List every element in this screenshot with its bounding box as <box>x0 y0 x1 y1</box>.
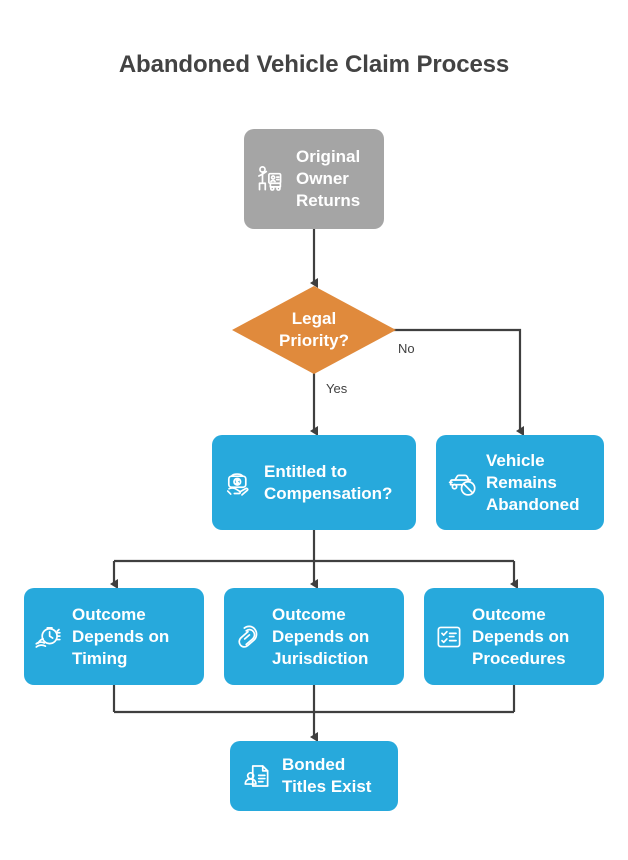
node-label: Outcome Depends on Procedures <box>472 604 570 668</box>
node-label: Original Owner Returns <box>296 147 361 210</box>
diamond-shape <box>232 286 396 374</box>
edge-label-yes: Yes <box>326 381 348 396</box>
node-bonded-titles-exist[interactable]: Bonded Titles Exist <box>230 741 398 811</box>
person-with-id-card-icon <box>254 162 288 196</box>
node-outcome-depends-on-timing[interactable]: Outcome Depends on Timing <box>24 588 204 685</box>
node-label: Vehicle Remains Abandoned <box>486 450 580 514</box>
hand-stopwatch-icon <box>32 620 66 654</box>
node-label: Entitled to Compensation? <box>264 461 393 503</box>
document-person-icon <box>240 759 274 793</box>
node-outcome-depends-on-procedures[interactable]: Outcome Depends on Procedures <box>424 588 604 685</box>
page-title: Abandoned Vehicle Claim Process <box>118 51 510 78</box>
node-legal-priority-decision[interactable]: Legal Priority? <box>232 286 396 374</box>
paperclip-link-icon <box>232 620 266 654</box>
node-vehicle-remains-abandoned[interactable]: Vehicle Remains Abandoned <box>436 435 604 530</box>
edge-decision-no-to-abandoned <box>376 328 524 436</box>
node-label: Outcome Depends on Jurisdiction <box>272 604 370 668</box>
node-outcome-depends-on-jurisdiction[interactable]: Outcome Depends on Jurisdiction <box>224 588 404 685</box>
node-label: Outcome Depends on Timing <box>72 604 170 668</box>
hand-holding-money-icon <box>222 466 256 500</box>
car-prohibited-icon <box>446 466 480 500</box>
edge-label-no: No <box>398 341 415 356</box>
node-label: Bonded Titles Exist <box>282 755 372 796</box>
node-original-owner-returns[interactable]: Original Owner Returns <box>244 129 384 229</box>
checklist-icon <box>432 620 466 654</box>
node-entitled-to-compensation[interactable]: Entitled to Compensation? <box>212 435 416 530</box>
